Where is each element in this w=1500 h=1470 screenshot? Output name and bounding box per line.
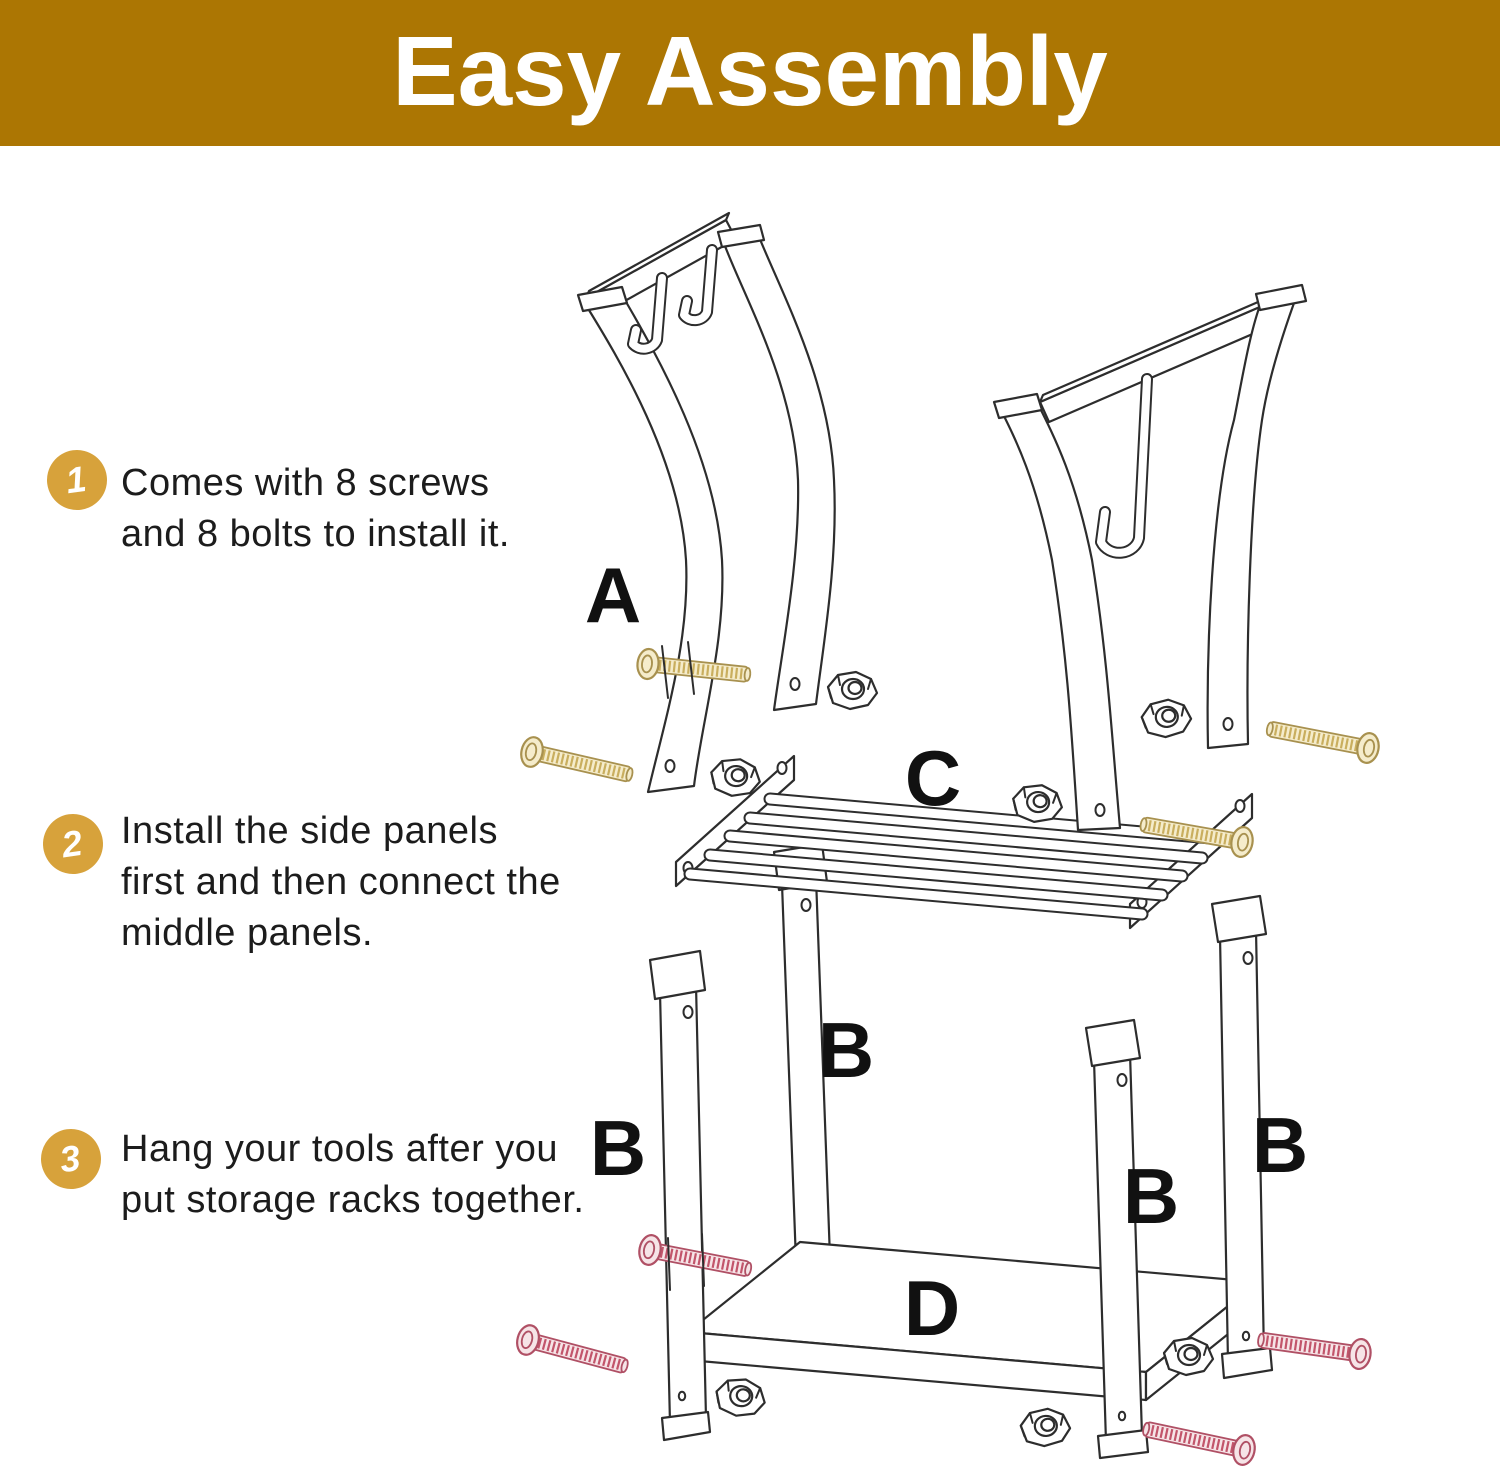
- leg-left-front: [648, 949, 712, 1442]
- step-3-line-2: put storage racks together.: [121, 1179, 585, 1221]
- step-3-line-1: Hang your tools after you: [121, 1128, 559, 1170]
- leg-middle-front: [1084, 1018, 1150, 1460]
- step-2-line-3: middle panels.: [121, 912, 374, 954]
- step-1-line-2: and 8 bolts to install it.: [121, 513, 510, 555]
- hook-icon: [1095, 373, 1153, 559]
- label-leg: B: [1123, 1152, 1179, 1240]
- side-panel-right: [992, 283, 1308, 832]
- nut: [1162, 1336, 1215, 1377]
- gold-screw: [518, 735, 636, 790]
- hanging-shelf-c: [674, 754, 1254, 930]
- page-title: Easy Assembly: [392, 16, 1108, 126]
- step-2-text: Install the side panels first and then c…: [121, 806, 561, 959]
- nut: [1139, 696, 1194, 741]
- red-screw: [513, 1322, 632, 1382]
- step-1-text: Comes with 8 screws and 8 bolts to insta…: [121, 458, 510, 560]
- nut: [713, 1375, 768, 1420]
- hook-icon: [678, 244, 718, 327]
- bottom-shelf-d: [686, 1240, 1260, 1402]
- hook-icon: [627, 272, 668, 355]
- leg-right-back: [1210, 894, 1274, 1380]
- label-hanging-shelf: C: [905, 734, 961, 822]
- label-bottom-shelf: D: [904, 1264, 960, 1352]
- label-leg: B: [1252, 1101, 1308, 1189]
- step-2-line-1: Install the side panels: [121, 810, 498, 852]
- nut: [826, 670, 879, 711]
- header-banner: Easy Assembly: [0, 0, 1500, 146]
- side-panel-left: [576, 211, 836, 794]
- gold-screw: [1264, 713, 1382, 765]
- step-1-line-1: Comes with 8 screws: [121, 462, 490, 504]
- step-2-line-2: first and then connect the: [121, 861, 561, 903]
- red-screw: [1256, 1324, 1373, 1371]
- label-leg: B: [818, 1006, 874, 1094]
- red-screw: [1140, 1413, 1258, 1467]
- label-side-panel: A: [585, 551, 641, 639]
- step-3-text: Hang your tools after you put storage ra…: [121, 1124, 584, 1226]
- label-leg: B: [590, 1104, 646, 1192]
- nut: [1018, 1406, 1073, 1449]
